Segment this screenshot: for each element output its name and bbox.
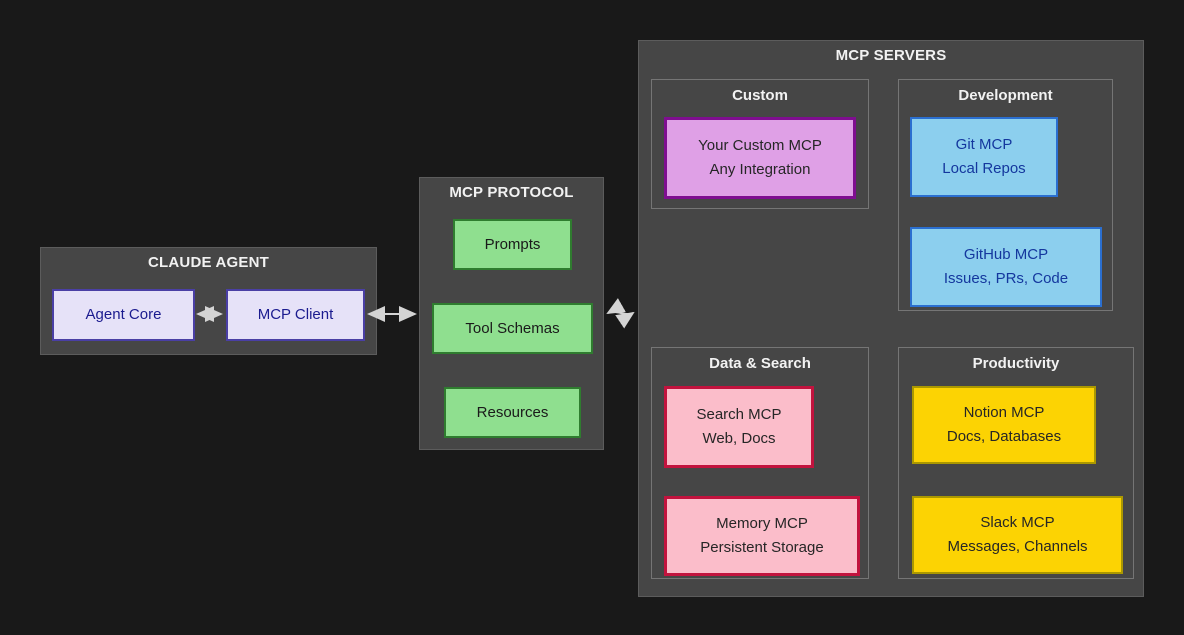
agent-core-node: Agent Core	[52, 289, 195, 341]
prompts-node: Prompts	[453, 219, 572, 270]
notion-mcp-line1: Notion MCP	[963, 404, 1045, 421]
memory-mcp-line2: Persistent Storage	[700, 539, 824, 556]
data-search-panel-title: Data & Search	[709, 355, 811, 372]
custom-panel-title: Custom	[732, 87, 788, 104]
your-custom-mcp-node: Your Custom MCP Any Integration	[664, 117, 856, 199]
productivity-panel: Productivity Notion MCP Docs, Databases …	[898, 347, 1134, 579]
mcp-servers-group: MCP SERVERS Custom Your Custom MCP Any I…	[638, 40, 1144, 597]
memory-mcp-node: Memory MCP Persistent Storage	[664, 496, 860, 576]
mcp-client-node: MCP Client	[226, 289, 365, 341]
memory-mcp-line1: Memory MCP	[716, 515, 808, 532]
slack-mcp-line1: Slack MCP	[980, 514, 1055, 531]
git-mcp-line2: Local Repos	[942, 160, 1026, 177]
git-mcp-line1: Git MCP	[955, 136, 1013, 153]
tool-schemas-label: Tool Schemas	[465, 319, 560, 337]
tool-schemas-node: Tool Schemas	[432, 303, 593, 354]
data-search-panel: Data & Search Search MCP Web, Docs Memor…	[651, 347, 869, 579]
search-mcp-line2: Web, Docs	[702, 430, 776, 447]
mcp-client-label: MCP Client	[257, 306, 334, 323]
resources-node: Resources	[444, 387, 581, 438]
resources-label: Resources	[476, 403, 549, 421]
slack-mcp-line2: Messages, Channels	[947, 538, 1088, 555]
search-mcp-node: Search MCP Web, Docs	[664, 386, 814, 468]
claude-agent-title: CLAUDE AGENT	[147, 254, 269, 271]
agent-core-label: Agent Core	[85, 306, 162, 323]
github-mcp-line1: GitHub MCP	[963, 246, 1049, 263]
github-mcp-line2: Issues, PRs, Code	[943, 270, 1069, 287]
mcp-protocol-title: MCP PROTOCOL	[449, 184, 574, 201]
development-panel: Development Git MCP Local Repos GitHub M…	[898, 79, 1113, 311]
productivity-panel-title: Productivity	[972, 355, 1060, 372]
github-mcp-node: GitHub MCP Issues, PRs, Code	[910, 227, 1102, 307]
search-mcp-line1: Search MCP	[696, 406, 782, 423]
arrow-mcp-protocol-mcp-servers	[606, 298, 635, 329]
git-mcp-node: Git MCP Local Repos	[910, 117, 1058, 197]
notion-mcp-line2: Docs, Databases	[946, 428, 1062, 445]
custom-panel: Custom Your Custom MCP Any Integration	[651, 79, 869, 209]
development-panel-title: Development	[958, 87, 1053, 104]
claude-agent-group: CLAUDE AGENT Agent Core MCP Client	[40, 247, 377, 355]
mcp-servers-title: MCP SERVERS	[835, 47, 947, 64]
your-custom-mcp-line1: Your Custom MCP	[698, 137, 822, 154]
notion-mcp-node: Notion MCP Docs, Databases	[912, 386, 1096, 464]
your-custom-mcp-line2: Any Integration	[709, 161, 811, 178]
slack-mcp-node: Slack MCP Messages, Channels	[912, 496, 1123, 574]
prompts-label: Prompts	[484, 235, 541, 253]
mcp-protocol-group: MCP PROTOCOL Prompts Tool Schemas Resour…	[419, 177, 604, 450]
